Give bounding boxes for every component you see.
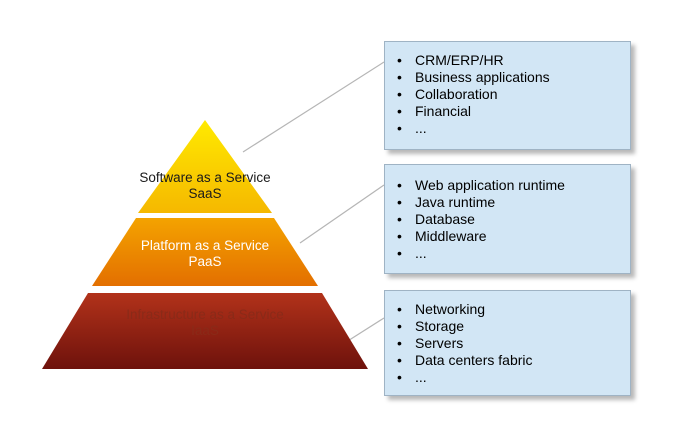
pyramid-tier-iaas xyxy=(42,293,368,369)
tier-paas-abbr: PaaS xyxy=(188,254,221,269)
list-item-label: Data centers fabric xyxy=(415,352,533,368)
tier-saas-abbr: SaaS xyxy=(188,186,221,201)
iaas-examples-list: •Networking •Storage •Servers •Data cent… xyxy=(385,301,630,386)
list-item: •CRM/ERP/HR xyxy=(397,52,504,68)
tier-saas-name: Software as a Service xyxy=(139,170,270,185)
iaas-examples-box: •Networking •Storage •Servers •Data cent… xyxy=(384,290,631,396)
tier-iaas-name: Infrastructure as a Service xyxy=(126,307,284,322)
list-item: •Database xyxy=(397,211,475,227)
saas-examples-list: •CRM/ERP/HR •Business applications •Coll… xyxy=(385,52,630,137)
list-item: •Collaboration xyxy=(397,86,498,102)
list-item: •... xyxy=(397,369,427,385)
list-item: •Data centers fabric xyxy=(397,352,533,368)
list-item: •Networking xyxy=(397,301,486,317)
list-item: •Financial xyxy=(397,103,472,119)
list-item-label: ... xyxy=(415,245,427,261)
list-item-label: Middleware xyxy=(415,228,487,244)
list-item-label: CRM/ERP/HR xyxy=(415,52,504,68)
saas-examples-box: •CRM/ERP/HR •Business applications •Coll… xyxy=(384,41,631,150)
list-item-label: Web application runtime xyxy=(415,177,565,193)
list-item: •Middleware xyxy=(397,228,487,244)
list-item-label: Servers xyxy=(415,335,464,351)
list-item: •Storage xyxy=(397,318,465,334)
paas-examples-list: •Web application runtime •Java runtime •… xyxy=(385,177,630,262)
list-item-label: Collaboration xyxy=(415,86,498,102)
connector-saas xyxy=(242,61,385,153)
list-item-label: Java runtime xyxy=(415,194,496,210)
list-item: •Web application runtime xyxy=(397,177,565,193)
list-item-label: Financial xyxy=(415,103,472,119)
tier-iaas-abbr: IaaS xyxy=(191,323,219,338)
pyramid-tier-saas xyxy=(138,120,272,213)
list-item-label: ... xyxy=(415,369,427,385)
tier-paas-name: Platform as a Service xyxy=(141,238,269,253)
connector-paas xyxy=(299,184,385,244)
list-item-label: ... xyxy=(415,120,427,136)
list-item: •... xyxy=(397,120,427,136)
list-item-label: Networking xyxy=(415,301,486,317)
list-item-label: Database xyxy=(415,211,475,227)
list-item: •... xyxy=(397,245,427,261)
list-item: •Servers xyxy=(397,335,464,351)
list-item: •Business applications xyxy=(397,69,550,85)
paas-examples-box: •Web application runtime •Java runtime •… xyxy=(384,164,631,274)
pyramid-tier-paas xyxy=(92,218,318,286)
list-item-label: Business applications xyxy=(415,69,550,85)
list-item: •Java runtime xyxy=(397,194,496,210)
list-item-label: Storage xyxy=(415,318,465,334)
